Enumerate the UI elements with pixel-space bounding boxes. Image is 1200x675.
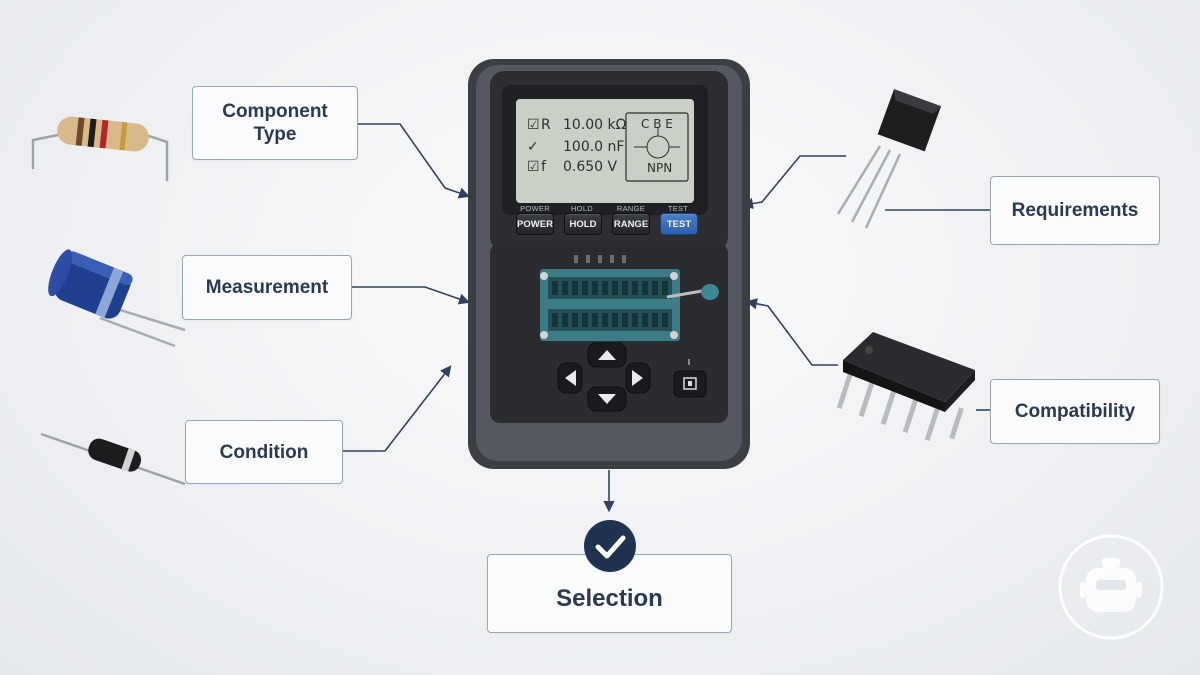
test-caption: TEST xyxy=(667,204,689,213)
lcd-check-2: ✓ xyxy=(527,139,539,155)
test-button[interactable]: TEST xyxy=(660,213,698,235)
lcd-symbol-3: f xyxy=(541,159,546,175)
lcd-pins: C B E xyxy=(641,117,673,131)
selection-label: Selection xyxy=(556,585,663,612)
lcd-value-2: 100.0 nF xyxy=(563,139,625,155)
lcd-check-3: ☑ xyxy=(527,159,540,175)
connector-condition xyxy=(343,365,452,452)
requirements-label: Requirements xyxy=(1011,200,1139,221)
hold-caption: HOLD xyxy=(570,204,594,213)
measurement-box: Measurement xyxy=(182,255,352,320)
lcd-value-1: 10.00 kΩ xyxy=(563,117,627,133)
component-type-label: Component Type xyxy=(222,101,328,145)
ic-chip-icon xyxy=(836,332,975,441)
compatibility-label: Compatibility xyxy=(1014,401,1136,422)
hold-button[interactable]: HOLD xyxy=(564,213,602,235)
connector-measurement xyxy=(352,286,471,305)
connector-requirements-device xyxy=(741,155,846,210)
robot-icon xyxy=(1058,534,1164,640)
lcd-check-1: ☑ xyxy=(527,117,540,133)
diode-icon xyxy=(40,432,186,486)
measurement-label: Measurement xyxy=(205,277,329,298)
power-caption: POWER xyxy=(520,204,550,213)
requirements-box: Requirements xyxy=(990,176,1160,245)
compatibility-box: Compatibility xyxy=(990,379,1160,444)
resistor-icon xyxy=(31,116,169,182)
transistor-icon xyxy=(836,89,942,229)
power-button[interactable]: POWER xyxy=(516,213,554,235)
lcd-value-3: 0.650 V xyxy=(563,159,618,175)
component-tester-device xyxy=(468,59,750,469)
condition-label: Condition xyxy=(219,441,309,463)
capacitor-icon xyxy=(48,249,186,348)
lcd-transistor-type: NPN xyxy=(647,161,673,175)
check-icon xyxy=(584,520,636,572)
condition-box: Condition xyxy=(185,420,343,484)
connector-compatibility-device xyxy=(745,298,838,366)
lcd-symbol-1: R xyxy=(541,117,551,133)
range-button[interactable]: RANGE xyxy=(612,213,650,235)
connector-component-type xyxy=(358,123,471,199)
component-type-box: Component Type xyxy=(192,86,358,160)
range-caption: RANGE xyxy=(616,204,646,213)
